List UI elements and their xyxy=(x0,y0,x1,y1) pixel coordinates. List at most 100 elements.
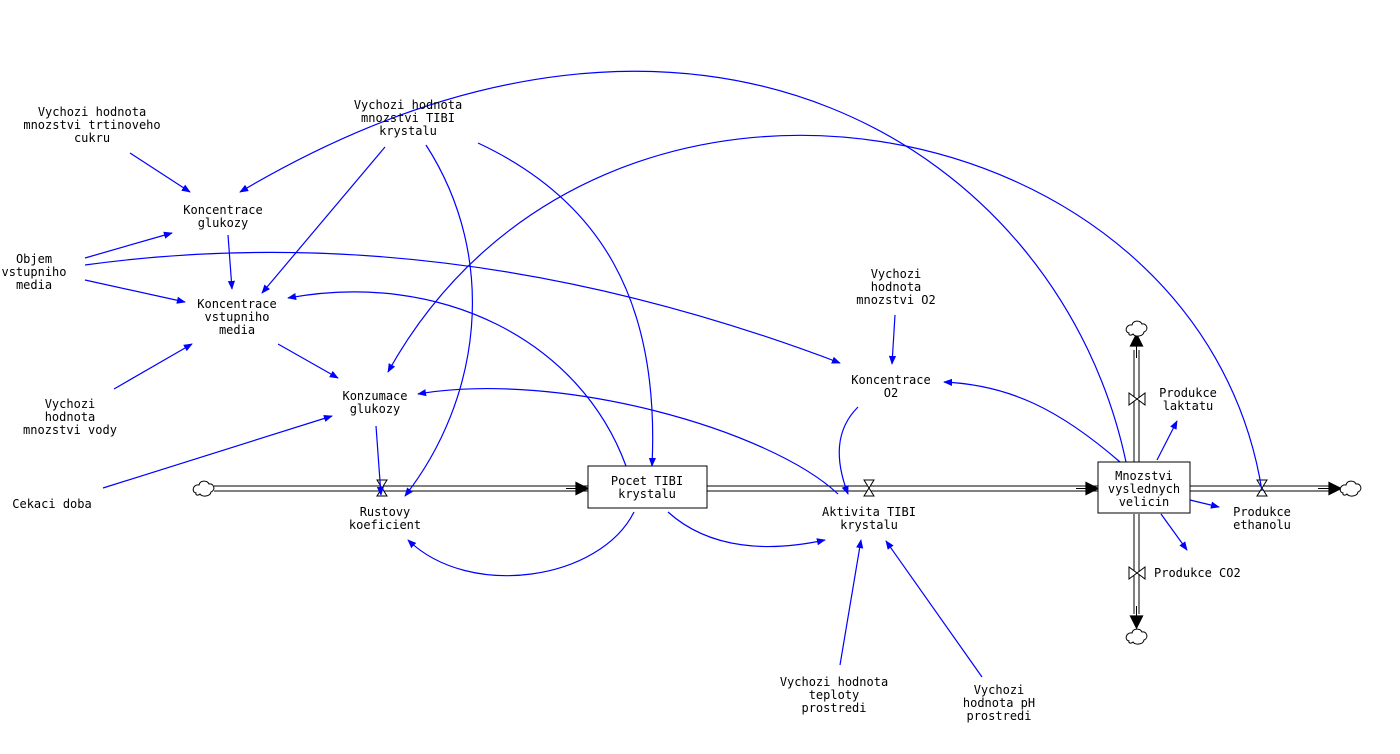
var-label-line: Koncentrace xyxy=(851,373,930,387)
stock-label-line: Mnozstvi xyxy=(1115,469,1173,483)
var-label-line: teploty xyxy=(809,688,860,702)
var-aktivita: Aktivita TIBI krystalu xyxy=(822,505,916,532)
var-vychozi-tibi: Vychozi hodnota mnozstvi TIBI krystalu xyxy=(354,98,462,138)
var-rustovy: Rustovy koeficient xyxy=(349,505,421,532)
var-label-line: Vychozi hodnota xyxy=(38,105,146,119)
var-label-line: media xyxy=(16,278,52,292)
var-label-line: krystalu xyxy=(840,518,898,532)
link-cekaci-konzumace xyxy=(102,414,333,489)
var-konzumace: Konzumace glukozy xyxy=(342,389,407,416)
var-label-line: mnozstvi O2 xyxy=(856,293,935,307)
var-label-line: vstupniho xyxy=(204,310,269,324)
link-tibi-pocet xyxy=(477,142,656,467)
var-label-line: Produkce xyxy=(1159,386,1217,400)
stock-label-line: velicin xyxy=(1119,495,1170,509)
valve-icon xyxy=(863,479,875,497)
link-objem-glukozy xyxy=(84,231,173,259)
link-pocet-media xyxy=(287,291,627,467)
var-label-line: mnozstvi TIBI xyxy=(361,111,455,125)
stock-box xyxy=(1097,461,1191,514)
link-pocet-aktivita xyxy=(667,511,826,548)
stock-box xyxy=(587,465,708,509)
link-media-konzumace xyxy=(277,343,339,379)
cloud-icon xyxy=(1125,628,1148,645)
pipe-ethanol xyxy=(1190,485,1330,492)
cloud-icon xyxy=(1339,480,1362,497)
var-label-line: Konzumace xyxy=(342,389,407,403)
link-trtin-glukozy xyxy=(129,152,191,193)
var-cekaci: Cekaci doba xyxy=(12,497,91,511)
link-vychozi-o2 xyxy=(888,314,897,365)
var-produkce-laktatu: Produkce laktatu xyxy=(1159,386,1217,413)
link-o2-aktivita xyxy=(838,406,859,495)
var-ph: Vychozi hodnota pH prostredi xyxy=(963,683,1035,723)
stock-mnozstvi-velicin[interactable]: Mnozstvi vyslednych velicin xyxy=(1097,461,1191,514)
var-label-line: mnozstvi trtinoveho xyxy=(23,118,160,132)
stock-label-line: Pocet TIBI xyxy=(611,474,683,488)
var-label-line: cukru xyxy=(74,131,110,145)
valve-icon xyxy=(1128,392,1146,406)
var-label-line: Produkce CO2 xyxy=(1154,566,1241,580)
pipe-co2 xyxy=(1133,514,1140,614)
var-label-line: prostredi xyxy=(801,701,866,715)
var-label-line: krystalu xyxy=(379,124,437,138)
valve-icon xyxy=(1128,566,1146,580)
link-teplota-aktivita xyxy=(839,539,864,666)
var-label-line: media xyxy=(219,323,255,337)
var-vychozi-vody: Vychozi hodnota mnozstvi vody xyxy=(23,397,117,437)
stock-label-line: krystalu xyxy=(618,487,676,501)
stock-pocet-tibi[interactable]: Pocet TIBI krystalu xyxy=(587,465,708,509)
link-mnozstvi-laktat xyxy=(1156,420,1178,461)
var-koncentrace-o2: Koncentrace O2 xyxy=(851,373,930,400)
var-vychozi-o2: Vychozi hodnota mnozstvi O2 xyxy=(856,267,935,307)
pipe-laktat xyxy=(1133,350,1140,462)
stock-label-line: vyslednych xyxy=(1108,482,1180,496)
var-label-line: Vychozi xyxy=(871,267,922,281)
link-mnozstvi-co2 xyxy=(1160,513,1188,551)
link-aktivita-konzumace xyxy=(417,388,839,495)
var-koncentrace-glukozy: Koncentrace glukozy xyxy=(183,203,262,230)
link-objem-o2 xyxy=(84,251,841,364)
link-mnozstvi-glukozy xyxy=(239,70,1127,463)
causal-links xyxy=(84,70,1263,678)
var-label-line: laktatu xyxy=(1163,399,1214,413)
link-mnozstvi-ethanol xyxy=(1189,499,1220,509)
var-label-line: Produkce xyxy=(1233,505,1291,519)
link-konzumace-rustovy xyxy=(375,425,385,496)
link-objem-media xyxy=(84,279,186,304)
link-glukozy-media xyxy=(227,234,235,290)
var-produkce-ethanolu: Produkce ethanolu xyxy=(1233,505,1291,532)
var-label-line: Koncentrace xyxy=(183,203,262,217)
var-teplota: Vychozi hodnota teploty prostredi xyxy=(780,675,888,715)
var-label-line: ethanolu xyxy=(1233,518,1291,532)
link-tibi-media xyxy=(261,146,386,294)
var-label-line: glukozy xyxy=(350,402,401,416)
clouds xyxy=(192,320,1362,645)
cloud-icon xyxy=(192,480,215,497)
var-label-line: glukozy xyxy=(198,216,249,230)
var-label-line: koeficient xyxy=(349,518,421,532)
pipe-aktivita xyxy=(707,485,1098,492)
var-label-line: Vychozi hodnota xyxy=(780,675,888,689)
link-tibi-rustovy xyxy=(404,144,473,497)
cloud-icon xyxy=(1125,320,1148,337)
var-koncentrace-media: Koncentrace vstupniho media xyxy=(197,297,276,337)
link-ethanol-konzumace xyxy=(387,134,1263,492)
var-label-line: Koncentrace xyxy=(197,297,276,311)
var-label-line: Rustovy xyxy=(360,505,411,519)
link-pocet-rustovy xyxy=(407,511,635,577)
var-label-line: vstupniho xyxy=(1,265,66,279)
var-label-line: hodnota xyxy=(871,280,922,294)
var-objem: Objem vstupniho media xyxy=(1,252,66,292)
var-label-line: Vychozi xyxy=(974,683,1025,697)
pipe-rustovy xyxy=(214,485,588,492)
var-label-line: Objem xyxy=(16,252,52,266)
var-label-line: Aktivita TIBI xyxy=(822,505,916,519)
var-produkce-co2: Produkce CO2 xyxy=(1154,566,1241,580)
var-label-line: prostredi xyxy=(966,709,1031,723)
var-label-line: Vychozi hodnota xyxy=(354,98,462,112)
var-label-line: Cekaci doba xyxy=(12,497,91,511)
var-label-line: hodnota pH xyxy=(963,696,1035,710)
